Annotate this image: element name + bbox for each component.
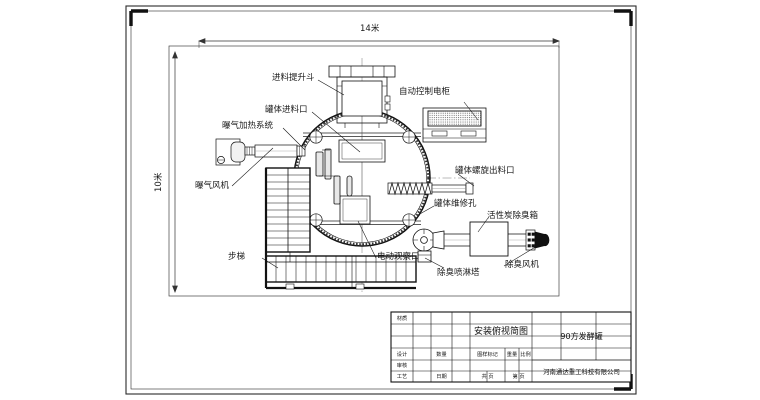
deodor-duct-1 (444, 233, 470, 247)
feed-hopper-assembly (328, 65, 396, 128)
tank-feed-inlet-port (338, 139, 386, 163)
tb-company-name: 河南通达重工科技有限公司 (543, 367, 620, 376)
screw-discharge-assembly (387, 181, 474, 196)
tank-internal-agitator (315, 148, 353, 205)
tank-roller-supports (309, 130, 416, 227)
callout-aeration-heating: 曝气加热系统 (222, 121, 274, 131)
dimension-horizontal (198, 38, 560, 48)
tb-page-no-label: 第 页 (512, 374, 525, 380)
callout-screw-discharge: 罐体螺旋出料口 (455, 166, 515, 176)
dimension-vertical (172, 51, 178, 293)
callout-feed-hopper: 进料提升斗 (272, 73, 315, 83)
callout-aeration-blower: 曝气风机 (195, 181, 230, 191)
callout-stairs: 步梯 (228, 252, 246, 262)
callout-electric-viewport: 电动观察口 (377, 252, 420, 262)
tb-weight-label: 重量 (506, 351, 518, 358)
callout-deodor-spray-tower: 除臭喷淋塔 (437, 268, 480, 278)
tb-review-label: 审核 (396, 363, 408, 369)
tb-drawing-mark-label: 图样标记 (477, 351, 498, 358)
stairs-structure (264, 167, 417, 290)
tb-process-label: 工艺 (396, 374, 408, 380)
site-boundary (168, 45, 560, 297)
deodorizing-spray-tower (412, 228, 445, 263)
tb-scale-label: 比例 (520, 351, 531, 358)
title-block-grid (390, 311, 632, 383)
control-cabinet-unit (422, 107, 487, 143)
tb-material-label: 材质 (396, 315, 408, 322)
leader-lines (231, 79, 543, 269)
callout-tank-feed-inlet: 罐体进料口 (265, 105, 308, 115)
tb-drawing-title: 安装俯视简图 (473, 326, 528, 337)
aeration-heating-system (215, 138, 306, 166)
tb-page-total-label: 共 页 (481, 374, 494, 380)
deodorizing-fan-unit (525, 229, 550, 251)
deodor-duct-2 (508, 233, 528, 247)
electric-viewport-port (339, 195, 371, 225)
callout-control-cabinet: 自动控制电柜 (399, 87, 451, 97)
dimension-width-label: 14米 (360, 24, 380, 34)
sheet-frame (125, 5, 637, 395)
tb-product-name: 90方发酵罐 (560, 331, 603, 341)
tb-quantity-label: 数量 (436, 351, 447, 358)
carbon-deodorizing-box (469, 221, 509, 257)
callout-carbon-deodor-box: 活性炭除臭箱 (487, 211, 539, 221)
callout-deodor-fan: 除臭风机 (505, 260, 540, 270)
dimension-height-label: 10米 (154, 172, 164, 192)
tb-date-label: 日期 (436, 374, 447, 380)
tb-design-label: 设计 (396, 351, 408, 358)
callout-maintenance-hole: 罐体维修孔 (434, 199, 477, 209)
